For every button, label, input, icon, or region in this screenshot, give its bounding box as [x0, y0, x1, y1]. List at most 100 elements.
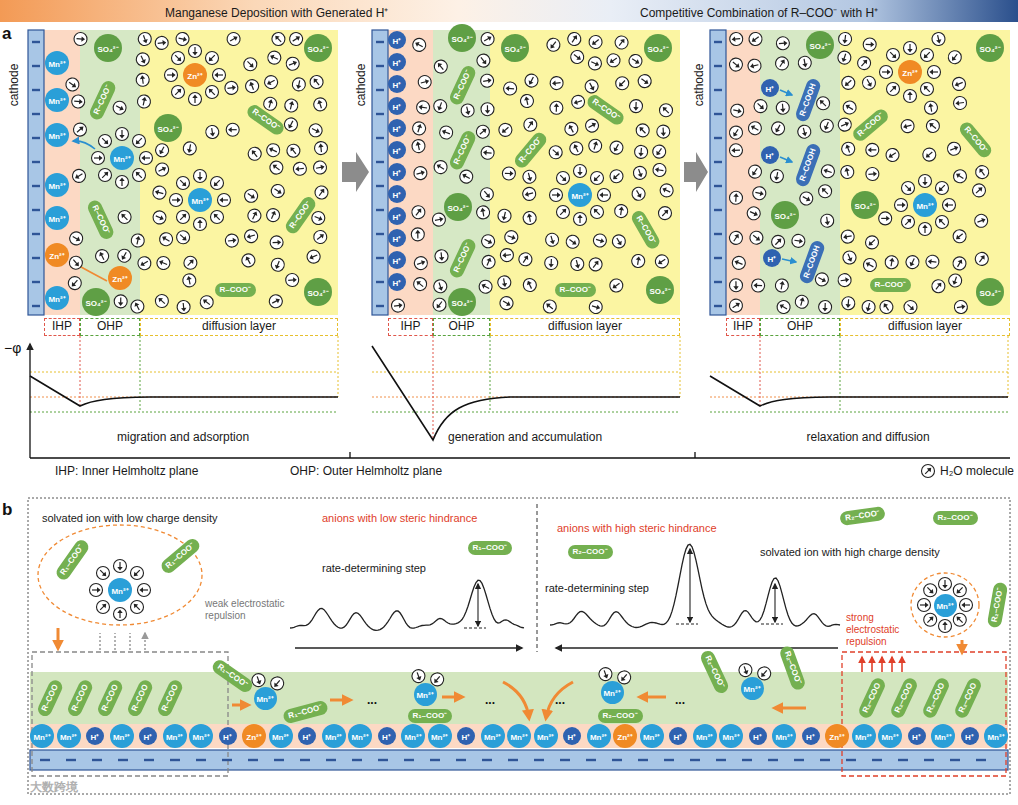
solvation-water — [250, 672, 267, 689]
stroke — [218, 194, 231, 207]
water-molecule — [836, 116, 853, 133]
stroke — [266, 80, 272, 86]
water-molecule — [586, 255, 604, 273]
stroke — [613, 74, 631, 92]
stroke — [545, 301, 551, 307]
stroke — [269, 30, 287, 48]
stroke — [307, 122, 324, 139]
stroke — [140, 152, 153, 165]
cathode-charge — [714, 257, 722, 259]
solvation-water — [128, 564, 146, 582]
water-molecule — [265, 142, 282, 159]
stroke — [181, 308, 187, 312]
stroke — [81, 36, 85, 42]
process-arrow — [684, 152, 708, 192]
water-molecule — [840, 229, 855, 244]
cathode-charge — [612, 759, 622, 761]
stroke — [823, 167, 828, 173]
annotation-text: ... — [485, 693, 495, 707]
anion-oval: R–COO⁻ — [870, 278, 911, 292]
water-molecule — [430, 296, 448, 314]
solvation-water — [899, 213, 917, 231]
stroke — [603, 674, 609, 679]
water-molecule — [925, 254, 939, 268]
cathode-charge — [118, 759, 128, 761]
stroke — [486, 193, 492, 199]
cluster-outline — [38, 525, 202, 625]
stroke — [96, 166, 114, 184]
stroke — [438, 124, 455, 141]
stroke — [136, 94, 151, 109]
ion-label: H⁺ — [388, 97, 406, 115]
stroke — [840, 58, 846, 63]
stroke — [923, 100, 938, 115]
ion-label: Mn²⁺ — [110, 146, 134, 170]
stroke — [612, 33, 630, 51]
water-molecule — [114, 295, 127, 308]
stroke — [899, 179, 917, 197]
stroke — [481, 103, 494, 116]
water-molecule — [923, 100, 938, 115]
stroke — [134, 140, 140, 146]
cathode-charge — [976, 759, 986, 761]
path-shape — [330, 699, 350, 702]
water-molecule — [481, 103, 494, 116]
solvation-water — [174, 174, 192, 192]
stroke — [813, 271, 830, 288]
stroke — [186, 275, 192, 280]
water-molecule — [480, 73, 495, 88]
stroke — [635, 59, 641, 65]
water-molecule — [774, 278, 789, 293]
stroke — [799, 297, 805, 302]
stroke — [574, 165, 587, 178]
stroke — [250, 194, 256, 200]
stroke — [277, 189, 283, 195]
water-molecule — [307, 73, 325, 91]
cathode-charge — [586, 759, 596, 761]
watermark: 大数跨境 — [30, 779, 78, 796]
solvation-water — [203, 49, 221, 67]
annotation-text: −φ — [4, 340, 21, 356]
water-molecule — [816, 182, 834, 200]
stroke — [214, 72, 218, 77]
stroke — [845, 277, 849, 283]
stroke — [194, 218, 207, 231]
stroke — [174, 228, 192, 246]
baseline-mark — [676, 624, 698, 625]
water-molecule — [729, 279, 742, 292]
stroke — [855, 54, 873, 72]
stroke — [487, 34, 493, 40]
stroke — [488, 77, 492, 83]
stroke — [66, 274, 84, 292]
stroke — [841, 249, 858, 266]
stroke — [524, 192, 529, 198]
stroke — [500, 128, 506, 134]
stroke — [192, 52, 197, 56]
potential-curve — [710, 376, 1008, 406]
stroke — [657, 101, 675, 119]
cathode-charge — [32, 161, 40, 163]
water-molecule — [496, 121, 514, 139]
stroke — [600, 238, 605, 244]
stroke — [277, 239, 281, 245]
stroke — [474, 123, 492, 141]
ion-label: SO₄²⁻ — [448, 288, 476, 316]
potential-curve — [30, 376, 338, 406]
path-shape — [232, 704, 248, 707]
water-molecule — [267, 293, 284, 310]
stroke — [729, 103, 744, 118]
stroke — [176, 300, 190, 314]
cathode-charge — [846, 759, 856, 761]
ion-label: H⁺ — [961, 727, 979, 745]
cathode-charge — [32, 209, 40, 211]
proton-arrow — [782, 259, 796, 262]
stroke — [791, 233, 806, 248]
stroke — [608, 59, 614, 65]
water-molecule — [652, 163, 667, 178]
stroke — [136, 31, 153, 48]
cathode-charge — [144, 759, 154, 761]
stroke — [162, 165, 168, 171]
stroke — [633, 107, 639, 111]
stroke — [485, 110, 490, 114]
stroke — [262, 73, 279, 90]
